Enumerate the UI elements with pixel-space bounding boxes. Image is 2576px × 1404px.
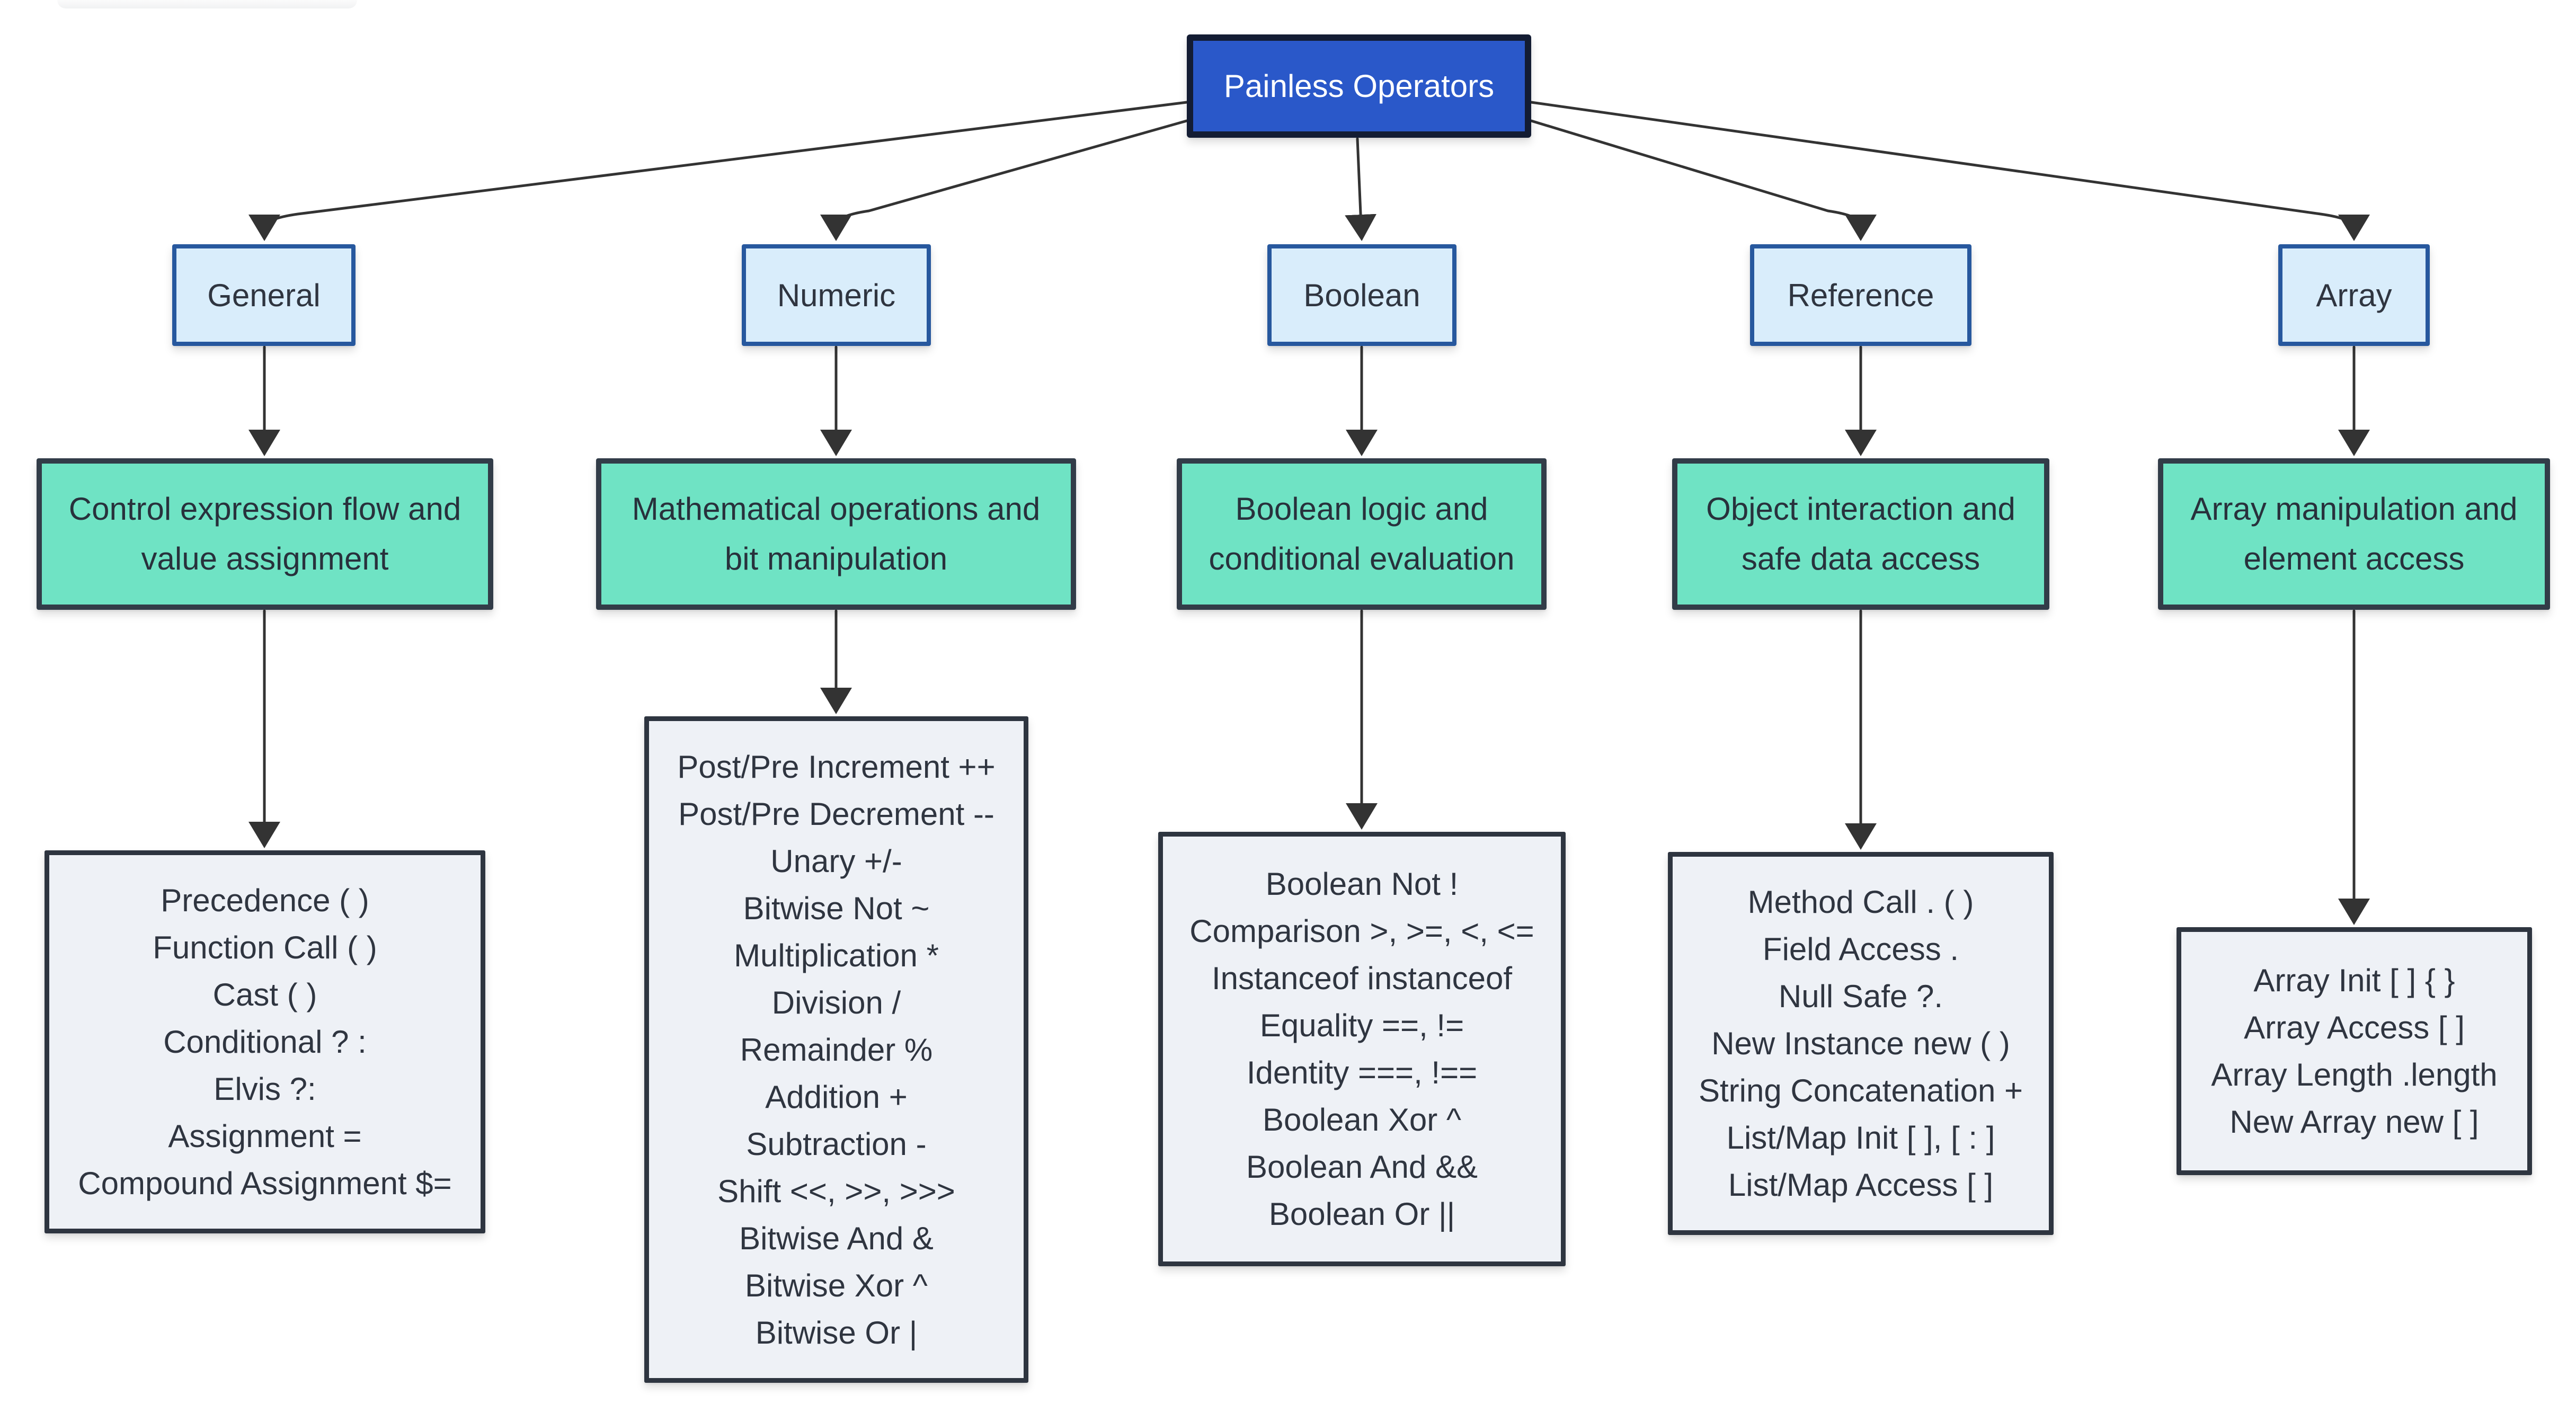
operator-item: Conditional ? : — [163, 1024, 367, 1060]
node-numeric-summary: Mathematical operations and bit manipula… — [596, 458, 1076, 610]
operator-item: Remainder % — [740, 1032, 933, 1068]
operator-item: Bitwise Xor ^ — [745, 1267, 928, 1303]
operator-item: Function Call ( ) — [153, 930, 377, 965]
operator-item: Array Init [ ] { } — [2253, 963, 2455, 998]
operator-item: Instanceof instanceof — [1211, 961, 1513, 996]
operator-item: List/Map Access [ ] — [1728, 1167, 1994, 1203]
operator-item: Unary +/- — [770, 843, 902, 879]
edge-root-to-array — [1530, 101, 2370, 241]
node-array-summary: Array manipulation and element access — [2158, 458, 2550, 610]
summary-line: conditional evaluation — [1209, 541, 1515, 576]
operator-item: Array Access [ ] — [2244, 1010, 2465, 1045]
summary-line: element access — [2243, 541, 2465, 576]
node-numeric-operators: Post/Pre Increment ++ Post/Pre Decrement … — [644, 716, 1028, 1383]
edge-root-to-numeric — [820, 119, 1188, 241]
top-left-artifact — [57, 0, 357, 8]
operator-item: Precedence ( ) — [161, 883, 369, 918]
operator-item: Shift <<, >>, >>> — [717, 1173, 955, 1209]
node-category-numeric: Numeric — [742, 244, 931, 346]
node-boolean-summary: Boolean logic and conditional evaluation — [1177, 458, 1547, 610]
summary-line: safe data access — [1741, 541, 1980, 576]
operator-item: Boolean Not ! — [1265, 866, 1459, 902]
operator-item: Bitwise And & — [739, 1220, 934, 1256]
node-root-painless-operators: Painless Operators — [1187, 34, 1531, 138]
node-reference-summary: Object interaction and safe data access — [1672, 458, 2049, 610]
summary-line: Object interaction and — [1706, 491, 2015, 527]
operator-item: Bitwise Not ~ — [743, 890, 930, 926]
edge-root-to-reference — [1530, 119, 1877, 241]
node-boolean-operators: Boolean Not ! Comparison >, >=, <, <= Inst… — [1158, 832, 1566, 1266]
operator-item: Elvis ?: — [214, 1071, 316, 1107]
operator-item: Comparison >, >=, <, <= — [1189, 913, 1534, 949]
summary-line: value assignment — [141, 541, 389, 576]
operator-item: Field Access . — [1762, 931, 1959, 967]
operator-item: Boolean And && — [1246, 1149, 1478, 1185]
operator-item: Cast ( ) — [212, 977, 317, 1012]
operator-item: Bitwise Or | — [755, 1314, 918, 1350]
summary-line: Control expression flow and — [68, 491, 461, 527]
node-reference-operators: Method Call . ( ) Field Access . Null Safe… — [1668, 852, 2054, 1235]
operator-item: Division / — [771, 984, 901, 1020]
operator-item: Array Length .length — [2211, 1057, 2498, 1092]
operator-item: Method Call . ( ) — [1747, 884, 1974, 920]
operator-item: Null Safe ?. — [1778, 979, 1943, 1014]
operator-item: New Instance new ( ) — [1711, 1026, 2010, 1061]
operator-item: Addition + — [765, 1079, 908, 1115]
operator-item: Post/Pre Decrement -- — [678, 796, 994, 832]
root-label: Painless Operators — [1223, 68, 1495, 104]
operator-item: New Array new [ ] — [2229, 1104, 2479, 1140]
node-category-array: Array — [2278, 244, 2430, 346]
node-category-reference: Reference — [1750, 244, 1971, 346]
summary-line: bit manipulation — [724, 541, 948, 576]
operator-item: List/Map Init [ ], [ : ] — [1726, 1120, 1995, 1156]
operator-item: Subtraction - — [746, 1126, 927, 1162]
operator-item: String Concatenation + — [1698, 1073, 2023, 1108]
node-array-operators: Array Init [ ] { } Array Access [ ] Array … — [2177, 927, 2532, 1175]
node-general-summary: Control expression flow and value assign… — [37, 458, 493, 610]
operator-item: Post/Pre Increment ++ — [677, 749, 996, 785]
operator-item: Assignment = — [168, 1118, 362, 1154]
summary-line: Array manipulation and — [2190, 491, 2518, 527]
summary-line: Boolean logic and — [1235, 491, 1488, 527]
node-general-operators: Precedence ( ) Function Call ( ) Cast ( ) C… — [45, 850, 485, 1233]
edge-root-to-general — [248, 101, 1188, 241]
node-category-general: General — [172, 244, 356, 346]
operator-item: Identity ===, !== — [1246, 1055, 1478, 1090]
edge-root-to-boolean — [1345, 137, 1377, 241]
summary-line: Mathematical operations and — [632, 491, 1041, 527]
operator-item: Compound Assignment $= — [78, 1166, 452, 1201]
operator-item: Boolean Or || — [1268, 1196, 1455, 1232]
node-category-boolean: Boolean — [1267, 244, 1456, 346]
operator-item: Multiplication * — [734, 937, 939, 973]
operator-item: Equality ==, != — [1259, 1008, 1464, 1043]
operator-item: Boolean Xor ^ — [1262, 1102, 1462, 1138]
